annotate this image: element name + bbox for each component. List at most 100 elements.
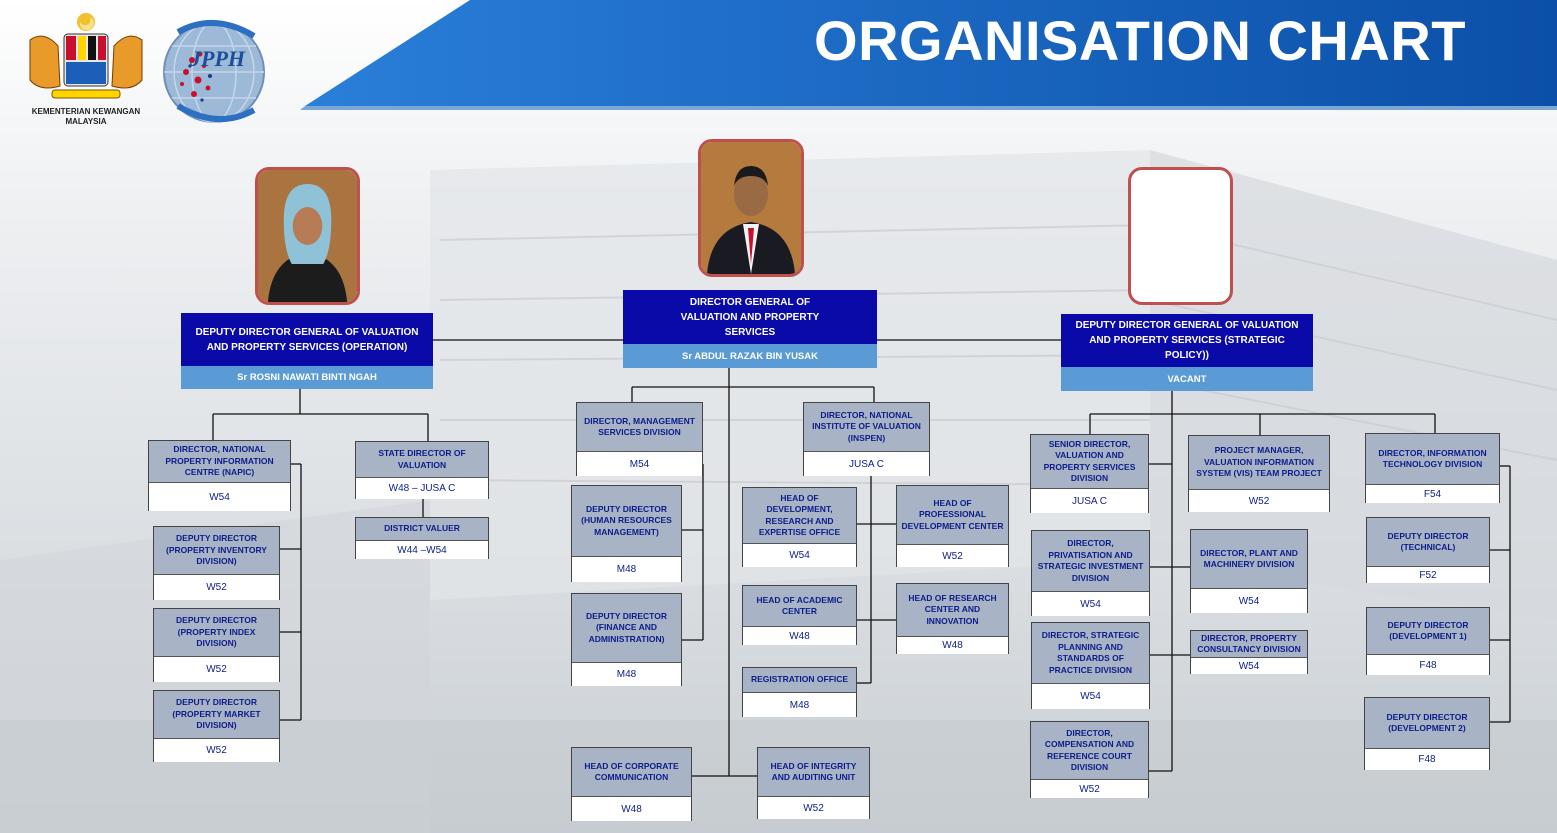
unit-title: DEPUTY DIRECTOR (PROPERTY INVENTORY DIVI… [154,527,279,574]
unit-grade: M54 [577,451,702,476]
unit-grade: M48 [743,692,856,717]
unit-dd-property-market: DEPUTY DIRECTOR (PROPERTY MARKET DIVISIO… [153,690,280,762]
jpph-globe-logo [163,20,265,123]
unit-head-professional-dev: HEAD OF PROFESSIONAL DEVELOPMENT CENTER … [896,485,1009,567]
unit-grade: W48 – JUSA C [356,477,488,499]
unit-title: DEPUTY DIRECTOR (PROPERTY MARKET DIVISIO… [154,691,279,738]
unit-grade: W54 [149,482,290,511]
deputy-dg-operation-title: DEPUTY DIRECTOR GENERAL OF VALUATION AND… [181,313,433,366]
unit-grade: W52 [1189,489,1329,512]
unit-napic: DIRECTOR, NATIONAL PROPERTY INFORMATION … [148,440,291,511]
unit-grade: W52 [154,656,279,682]
unit-grade: W48 [743,626,856,645]
unit-title: PROJECT MANAGER, VALUATION INFORMATION S… [1189,436,1329,489]
unit-grade: JUSA C [1031,488,1148,513]
unit-strategic-planning: DIRECTOR, STRATEGIC PLANNING AND STANDAR… [1031,622,1150,709]
unit-state-director: STATE DIRECTOR OF VALUATION W48 – JUSA C [355,441,489,499]
unit-grade: W48 [897,636,1008,654]
unit-grade: F48 [1367,654,1489,675]
director-general-name: Sr ABDUL RAZAK BIN YUSAK [623,344,877,368]
unit-grade: JUSA C [804,451,929,476]
unit-head-academic: HEAD OF ACADEMIC CENTER W48 [742,585,857,645]
unit-grade: W54 [1032,683,1149,709]
title-banner [300,0,1557,110]
unit-integrity-auditing: HEAD OF INTEGRITY AND AUDITING UNIT W52 [757,747,870,819]
unit-grade: F54 [1366,484,1499,503]
unit-title: DEPUTY DIRECTOR (HUMAN RESOURCES MANAGEM… [572,486,681,556]
unit-grade: M48 [572,662,681,686]
unit-dd-finance-admin: DEPUTY DIRECTOR (FINANCE AND ADMINISTRAT… [571,593,682,686]
ministry-crest-logo [29,13,143,99]
unit-title: HEAD OF INTEGRITY AND AUDITING UNIT [758,748,869,796]
director-general-photo [698,139,804,277]
unit-title: DIRECTOR, PLANT AND MACHINERY DIVISION [1191,530,1307,588]
unit-grade: W54 [1191,657,1307,674]
unit-title: REGISTRATION OFFICE [743,668,856,692]
unit-plant-machinery: DIRECTOR, PLANT AND MACHINERY DIVISION W… [1190,529,1308,613]
unit-dd-property-inventory: DEPUTY DIRECTOR (PROPERTY INVENTORY DIVI… [153,526,280,600]
unit-grade: W54 [1191,588,1307,613]
deputy-dg-operation-photo [255,167,360,305]
unit-head-dev-research: HEAD OF DEVELOPMENT, RESEARCH AND EXPERT… [742,487,857,567]
unit-corporate-communication: HEAD OF CORPORATE COMMUNICATION W48 [571,747,692,821]
deputy-dg-strategic-name: VACANT [1061,367,1313,391]
unit-grade: W52 [154,738,279,762]
unit-dd-property-index: DEPUTY DIRECTOR (PROPERTY INDEX DIVISION… [153,608,280,682]
unit-title: DIRECTOR, NATIONAL PROPERTY INFORMATION … [149,441,290,482]
unit-grade: F48 [1365,748,1489,770]
unit-dd-technical: DEPUTY DIRECTOR (TECHNICAL) F52 [1366,517,1490,583]
unit-district-valuer: DISTRICT VALUER W44 –W54 [355,517,489,559]
unit-head-research-innovation: HEAD OF RESEARCH CENTER AND INNOVATION W… [896,583,1009,654]
unit-title: DIRECTOR, MANAGEMENT SERVICES DIVISION [577,403,702,451]
page-title: ORGANISATION CHART [814,9,1466,72]
unit-title: DIRECTOR, PRIVATISATION AND STRATEGIC IN… [1032,531,1149,591]
unit-title: DISTRICT VALUER [356,518,488,540]
unit-inspen: DIRECTOR, NATIONAL INSTITUTE OF VALUATIO… [803,402,930,476]
unit-dd-human-resources: DEPUTY DIRECTOR (HUMAN RESOURCES MANAGEM… [571,485,682,582]
deputy-dg-operation-box: DEPUTY DIRECTOR GENERAL OF VALUATION AND… [181,313,433,389]
unit-title: HEAD OF RESEARCH CENTER AND INNOVATION [897,584,1008,636]
unit-title: DIRECTOR, STRATEGIC PLANNING AND STANDAR… [1032,623,1149,683]
jpph-logo-text: JPPH [190,46,245,71]
unit-grade: W48 [572,796,691,821]
deputy-dg-operation-name: Sr ROSNI NAWATI BINTI NGAH [181,366,433,389]
unit-grade: W52 [758,796,869,819]
unit-dd-development-1: DEPUTY DIRECTOR (DEVELOPMENT 1) F48 [1366,607,1490,675]
unit-title: DIRECTOR, NATIONAL INSTITUTE OF VALUATIO… [804,403,929,451]
unit-title: DEPUTY DIRECTOR (TECHNICAL) [1367,518,1489,566]
unit-title: DEPUTY DIRECTOR (FINANCE AND ADMINISTRAT… [572,594,681,662]
unit-title: DIRECTOR, INFORMATION TECHNOLOGY DIVISIO… [1366,434,1499,484]
unit-title: HEAD OF CORPORATE COMMUNICATION [572,748,691,796]
unit-title: HEAD OF DEVELOPMENT, RESEARCH AND EXPERT… [743,488,856,543]
unit-grade: W54 [1032,591,1149,616]
unit-grade: W54 [743,543,856,567]
unit-title: DIRECTOR, PROPERTY CONSULTANCY DIVISION [1191,631,1307,657]
unit-property-consultancy: DIRECTOR, PROPERTY CONSULTANCY DIVISION … [1190,630,1308,674]
unit-grade: M48 [572,556,681,582]
unit-vis-project: PROJECT MANAGER, VALUATION INFORMATION S… [1188,435,1330,512]
unit-registration-office: REGISTRATION OFFICE M48 [742,667,857,717]
unit-title: STATE DIRECTOR OF VALUATION [356,442,488,477]
director-general-title: DIRECTOR GENERAL OF VALUATION AND PROPER… [623,290,877,344]
unit-information-technology: DIRECTOR, INFORMATION TECHNOLOGY DIVISIO… [1365,433,1500,503]
unit-title: HEAD OF PROFESSIONAL DEVELOPMENT CENTER [897,486,1008,544]
unit-title: DEPUTY DIRECTOR (DEVELOPMENT 1) [1367,608,1489,654]
unit-grade: W52 [897,544,1008,567]
unit-title: DEPUTY DIRECTOR (DEVELOPMENT 2) [1365,698,1489,748]
unit-title: HEAD OF ACADEMIC CENTER [743,586,856,626]
unit-compensation: DIRECTOR, COMPENSATION AND REFERENCE COU… [1030,721,1149,798]
unit-title: DEPUTY DIRECTOR (PROPERTY INDEX DIVISION… [154,609,279,656]
unit-dd-development-2: DEPUTY DIRECTOR (DEVELOPMENT 2) F48 [1364,697,1490,770]
deputy-dg-strategic-title: DEPUTY DIRECTOR GENERAL OF VALUATION AND… [1061,314,1313,367]
unit-management-services: DIRECTOR, MANAGEMENT SERVICES DIVISION M… [576,402,703,476]
vacant-photo-placeholder [1128,167,1233,305]
unit-grade: W52 [154,574,279,600]
ministry-logo-text: KEMENTERIAN KEWANGAN MALAYSIA [31,107,141,126]
deputy-dg-strategic-box: DEPUTY DIRECTOR GENERAL OF VALUATION AND… [1061,314,1313,391]
unit-grade: W44 –W54 [356,540,488,559]
unit-grade: F52 [1367,566,1489,583]
unit-privatisation: DIRECTOR, PRIVATISATION AND STRATEGIC IN… [1031,530,1150,616]
unit-grade: W52 [1031,779,1148,798]
director-general-box: DIRECTOR GENERAL OF VALUATION AND PROPER… [623,290,877,368]
